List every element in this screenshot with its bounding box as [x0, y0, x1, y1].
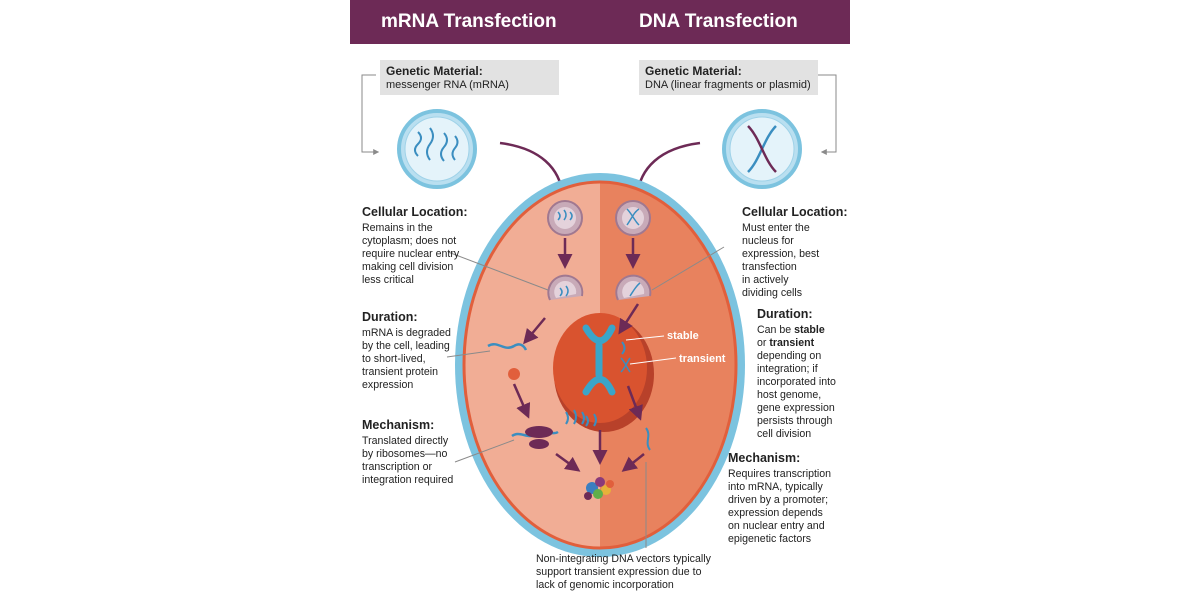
right-duration-line: Can be stable — [757, 324, 825, 336]
cell-outline — [462, 180, 738, 550]
mrna-transfection-title: mRNA Transfection — [381, 11, 557, 32]
dna-endosome — [615, 200, 651, 236]
right-mechanism-line: on nuclear entry and — [728, 520, 825, 532]
left-duration-line: expression — [362, 379, 414, 391]
left-location-line: Remains in the — [362, 222, 433, 234]
left-duration-heading: Duration: — [362, 310, 418, 324]
right-mechanism-line: into mRNA, typically — [728, 481, 823, 493]
left-mechanism-line: Translated directly — [362, 435, 449, 447]
left-duration-line: transient protein — [362, 366, 438, 378]
right-mechanism: Mechanism: Requires transcription into m… — [728, 451, 848, 546]
dna-transfection-title: DNA Transfection — [639, 11, 798, 32]
footnote-line: lack of genomic incorporation — [536, 579, 674, 591]
right-mechanism-line: epigenetic factors — [728, 533, 812, 545]
left-location-line: making cell division — [362, 261, 454, 273]
right-mechanism-line: Requires transcription — [728, 468, 832, 480]
right-duration-heading: Duration: — [757, 307, 813, 321]
footnote-line: Non-integrating DNA vectors typically — [536, 553, 711, 565]
right-duration-line: cell division — [757, 428, 812, 440]
right-duration-line: integration; if — [757, 363, 818, 375]
left-location-line: cytoplasm; does not — [362, 235, 457, 247]
mrna-endosome — [547, 200, 583, 236]
left-mechanism: Mechanism: Translated directly by riboso… — [362, 418, 492, 487]
footnote-line: support transient expression due to — [536, 566, 702, 578]
right-mechanism-heading: Mechanism: — [728, 451, 801, 465]
right-genetic-text: DNA (linear fragments or plasmid) — [645, 79, 811, 91]
left-bracket-line — [361, 74, 380, 155]
left-duration-line: mRNA is degraded — [362, 327, 451, 339]
stable-label: stable — [667, 330, 699, 342]
right-duration-line: host genome, — [757, 389, 822, 401]
left-duration-line: by the cell, leading — [362, 340, 450, 352]
right-mechanism-line: expression depends — [728, 507, 823, 519]
degraded-mrna-blob — [508, 368, 520, 380]
left-genetic-text: messenger RNA (mRNA) — [386, 79, 509, 91]
right-duration-line: depending on — [757, 350, 822, 362]
right-location-line: in actively — [742, 274, 789, 286]
right-location-line: expression, best — [742, 248, 820, 260]
mrna-strand — [487, 343, 528, 351]
mrna-endosome-escape — [547, 274, 584, 301]
left-mechanism-line: by ribosomes—no — [362, 448, 448, 460]
right-duration-line: or transient — [757, 337, 815, 349]
right-duration-line: gene expression — [757, 402, 835, 414]
left-location-line: require nuclear entry — [362, 248, 460, 260]
right-duration-line: incorporated into — [757, 376, 836, 388]
right-genetic-heading: Genetic Material: — [645, 64, 742, 78]
transient-word: transient — [769, 337, 815, 349]
right-location-line: nucleus for — [742, 235, 794, 247]
left-genetic-material-box: Genetic Material: messenger RNA (mRNA) — [380, 60, 559, 95]
left-duration: Duration: mRNA is degraded by the cell, … — [362, 310, 492, 392]
right-location-line: transfection — [742, 261, 797, 273]
left-mechanism-line: integration required — [362, 474, 454, 486]
left-duration-line: to short-lived, — [362, 353, 426, 365]
right-location-line: dividing cells — [742, 287, 803, 299]
right-bracket-line — [818, 74, 837, 155]
left-mechanism-heading: Mechanism: — [362, 418, 435, 432]
mrna-vesicle — [397, 109, 477, 189]
left-mechanism-line: transcription or — [362, 461, 433, 473]
header-bar — [350, 0, 850, 44]
dna-endosome-escape — [615, 274, 652, 301]
chromosome — [582, 324, 616, 396]
dna-vesicle — [722, 109, 802, 189]
footnote: Non-integrating DNA vectors typically su… — [536, 553, 736, 592]
right-cellular-location: Cellular Location: Must enter the nucleu… — [742, 205, 852, 300]
left-location-heading: Cellular Location: — [362, 205, 468, 219]
right-genetic-material-box: Genetic Material: DNA (linear fragments … — [639, 60, 818, 95]
right-location-heading: Cellular Location: — [742, 205, 848, 219]
protein — [584, 477, 614, 500]
right-location-line: Must enter the — [742, 222, 810, 234]
stable-word: stable — [794, 324, 825, 336]
ribosome-large — [525, 426, 553, 438]
right-mechanism-line: driven by a promoter; — [728, 494, 829, 506]
right-duration: Duration: Can be stable or transient dep… — [757, 307, 857, 441]
transient-label: transient — [679, 353, 726, 365]
ribosome-small — [529, 439, 549, 449]
right-duration-line: persists through — [757, 415, 833, 427]
left-genetic-heading: Genetic Material: — [386, 64, 483, 78]
left-location-line: less critical — [362, 274, 414, 286]
left-cellular-location: Cellular Location: Remains in the cytopl… — [362, 205, 492, 287]
